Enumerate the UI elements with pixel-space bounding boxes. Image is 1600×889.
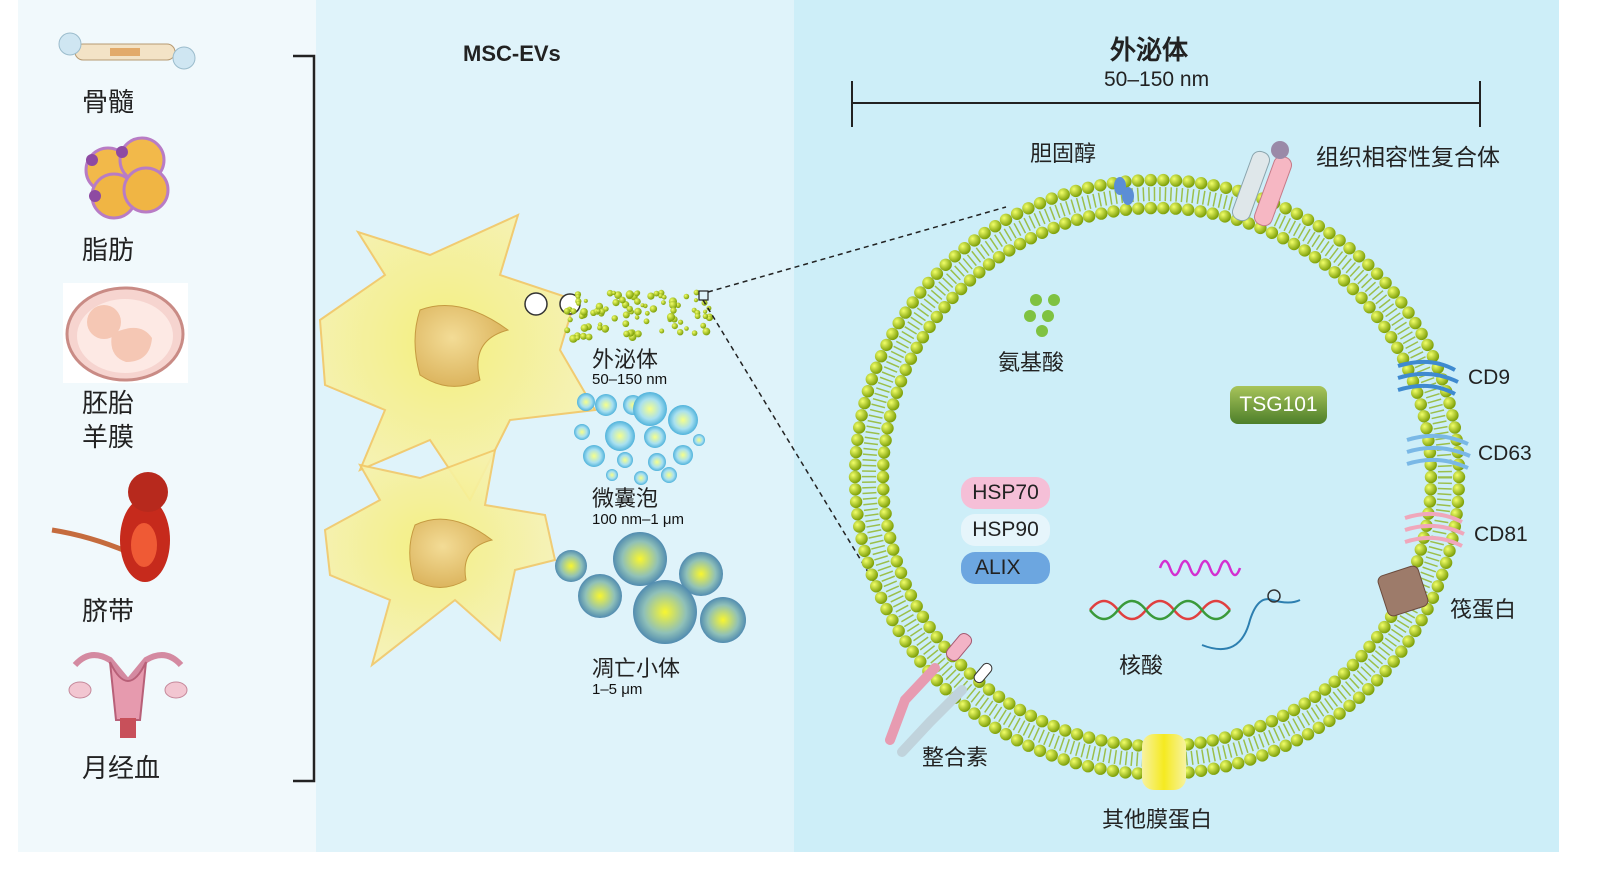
source-panel (18, 0, 316, 852)
dna-double-helix (1089, 599, 1231, 621)
apoptotic-size-label: 1–5 μm (592, 681, 643, 698)
exosome-size: 50–150 nm (1104, 68, 1210, 91)
other-membrane-protein (1142, 734, 1186, 790)
exosome-title: 外泌体 (1110, 36, 1189, 66)
bone-icon (58, 32, 196, 70)
cd63-protein (1406, 433, 1471, 470)
flotillin-protein (1377, 565, 1429, 617)
exosome-size-label: 50–150 nm (592, 371, 668, 388)
integrin-protein (885, 632, 993, 757)
other-membrane-protein-label: 其他膜蛋白 (1102, 808, 1213, 833)
adipocyte-icon (84, 136, 170, 220)
source-umbilical-label: 脐带 (82, 597, 135, 627)
microvesicle-size-label: 100 nm–1 μm (592, 511, 685, 528)
mirna-hairpin (1201, 589, 1301, 650)
uterus-icon (68, 652, 188, 738)
apoptotic-body-cluster (555, 532, 746, 644)
tsg101-label: TSG101 (1230, 386, 1327, 424)
cd81-label: CD81 (1474, 523, 1528, 546)
source-bracket (293, 54, 316, 783)
msc-cell-bottom (323, 448, 557, 668)
source-adipose-label: 脂肪 (82, 236, 135, 266)
cd9-protein (1397, 359, 1459, 396)
alix-label: ALIX (961, 552, 1050, 584)
hsp70-label: HSP70 (961, 477, 1050, 509)
source-placenta-label: 胚胎 羊膜 (82, 389, 135, 453)
nucleic-acid-label: 核酸 (1119, 654, 1164, 679)
cd9-label: CD9 (1468, 366, 1511, 389)
cholesterol-label: 胆固醇 (1030, 142, 1097, 167)
exosome-name-label: 外泌体 (592, 348, 659, 373)
mhc-label: 组织相容性复合体 (1316, 145, 1500, 171)
source-menstrual-label: 月经血 (82, 754, 161, 784)
embryo-icon (63, 283, 188, 383)
exosome-cluster (563, 289, 714, 343)
microvesicle-name-label: 微囊泡 (592, 487, 659, 512)
amino-acid-cluster (1024, 294, 1060, 337)
flotillin-label: 筏蛋白 (1450, 598, 1517, 623)
amino-acid-label: 氨基酸 (998, 351, 1065, 376)
zoom-line (702, 299, 883, 596)
mrna-strand (1158, 559, 1242, 577)
budding-vesicle (524, 292, 548, 316)
microvesicle-cluster (574, 392, 705, 485)
scale-bar (851, 81, 1481, 127)
hsp90-label: HSP90 (961, 514, 1050, 546)
cholesterol-molecule (1114, 177, 1134, 205)
integrin-label: 整合素 (922, 746, 989, 771)
mhc-complex (1231, 141, 1293, 227)
msc-cell-top (318, 213, 597, 502)
lipid-bilayer (848, 173, 1466, 781)
msc-ev-title: MSC-EVs (463, 41, 561, 66)
umbilical-fetus-icon (51, 472, 170, 582)
source-bone-marrow-label: 骨髓 (82, 88, 135, 118)
cd63-label: CD63 (1478, 442, 1532, 465)
cd81-protein (1404, 511, 1465, 548)
zoom-line (707, 206, 1007, 293)
apoptotic-name-label: 凋亡小体 (592, 657, 681, 682)
